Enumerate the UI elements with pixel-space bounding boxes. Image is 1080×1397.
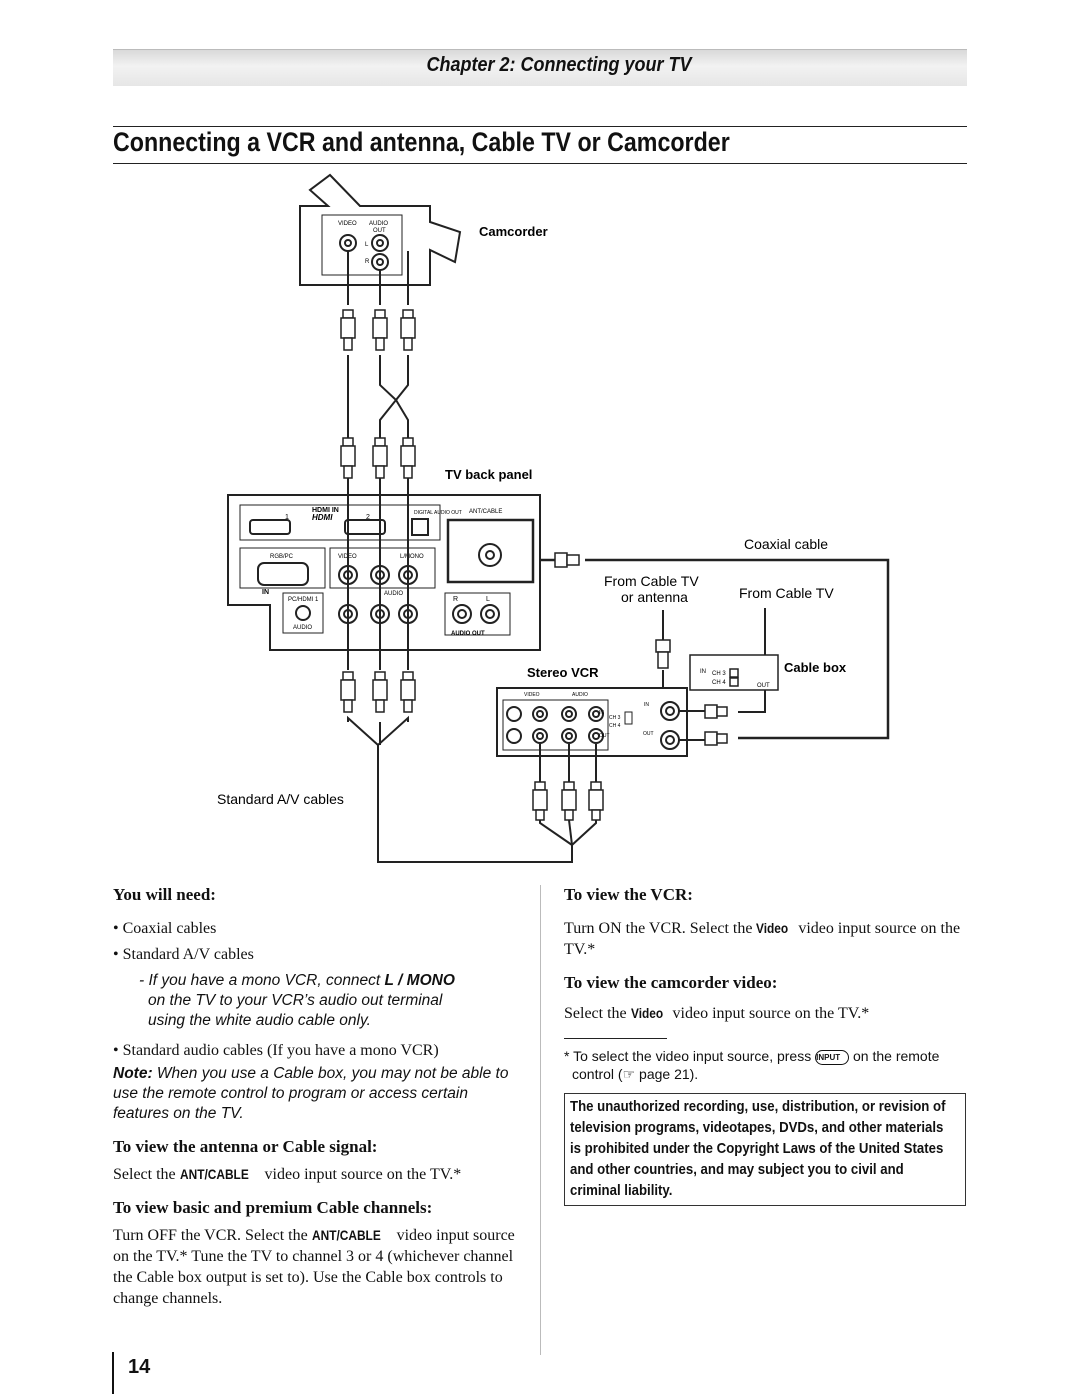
rca-plugs-top [340,309,416,479]
bullet-audio-cables: • Standard audio cables (If you have a m… [113,1042,439,1059]
copyright-warning-text: The unauthorized recording, use, distrib… [570,1098,946,1199]
antenna-text: Select the ANT/CABLE video input source … [113,1164,523,1185]
vcr-in-label: IN [599,710,604,716]
cam-r-label: R [365,259,370,265]
coaxial-cable-label: Coaxial cable [744,536,828,552]
premium-bold: ANT/CABLE [311,1227,381,1243]
cable-box-note: Note: When you use a Cable box, you may … [113,1064,523,1124]
from-cable-tv-antenna-label-2: or antenna [621,589,688,605]
camcorder-text: Select the Video video input source on t… [564,1003,969,1024]
from-cable-tv-label: From Cable TV [739,585,834,601]
cable-box-device [689,654,779,691]
premium-text: Turn OFF the VCR. Select the ANT/CABLE v… [113,1225,523,1309]
column-divider [540,885,541,1355]
mono-note-bold: L / MONO [384,972,455,989]
vcr-audio-label: AUDIO [572,692,588,698]
l-label: L [486,596,490,603]
cam-video-label: VIDEO [338,221,357,227]
page-title: Connecting a VCR and antenna, Cable TV o… [113,127,730,157]
cam-text-pre: Select the [564,1005,631,1022]
premium-heading: To view basic and premium Cable channels… [113,1198,433,1217]
you-will-need-heading: You will need: [113,885,216,904]
bullet-coaxial-cables: • Coaxial cables [113,920,217,937]
vcr-bold: Video [756,920,789,936]
right-column: To view the VCR: Turn ON the VCR. Select… [564,885,969,1083]
hdmi-2-label: 2 [366,514,370,521]
cable-box-in-label: IN [700,669,706,675]
antenna-text-post: video input source on the TV.* [260,1166,462,1183]
cable-box-ch3-label: CH 3 [712,671,726,677]
mono-note-text-3: using the white audio cable only. [148,1012,371,1029]
vcr-ch3-label: CH 3 [609,715,621,721]
mono-note-text-2: on the TV to your VCR’s audio out termin… [148,992,443,1009]
bullet-av-cables: • Standard A/V cables [113,946,254,963]
rgb-pc-label: RGB/PC [270,554,294,560]
mono-vcr-note: - If you have a mono VCR, connect L / MO… [113,971,523,1031]
vcr-text: Turn ON the VCR. Select the Video video … [564,918,969,960]
footnote-mid: on the remote control ( [572,1048,940,1082]
footnote-pre: * To select the video input source, pres… [564,1048,816,1064]
cam-bold: Video [630,1005,663,1021]
cam-audio-label: AUDIO [369,221,388,227]
cable-box-ch4-label: CH 4 [712,680,726,686]
vcr-ch4-label: CH 4 [609,723,621,729]
premium-text-pre: Turn OFF the VCR. Select the [113,1227,312,1244]
vcr-in-from-ant-label: IN [644,702,649,708]
title-rule-top [113,126,967,127]
standard-av-cables-label: Standard A/V cables [217,791,344,807]
panel-audio-label: AUDIO [293,625,312,631]
ant-cable-label: ANT/CABLE [469,509,502,515]
pointing-hand-icon: ☞ [622,1066,636,1082]
pc-hdmi1-label: PC/HDMI 1 [288,597,319,603]
footnote: * To select the video input source, pres… [564,1047,969,1083]
hdmi-1-label: 1 [285,514,289,521]
hdmi-in-label: HDMI IN [312,507,339,514]
vcr-out-to-tv-label: OUT [643,731,654,737]
cam-out-label: OUT [373,228,386,234]
tv-back-panel [227,494,541,651]
title-rule-bottom [113,163,967,164]
camcorder-label: Camcorder [479,224,548,239]
hdmi-logo-label: HDMI [312,513,333,522]
antenna-heading: To view the antenna or Cable signal: [113,1137,378,1156]
mono-note-text-1: - If you have a mono VCR, connect [139,972,385,989]
chapter-title: Chapter 2: Connecting your TV [425,54,691,76]
footnote-post: page 21). [635,1066,699,1082]
input-key-icon: INPUT [815,1050,850,1065]
copyright-warning-box: The unauthorized recording, use, distrib… [564,1093,966,1206]
vcr-video-label: VIDEO [524,692,540,698]
premium-text-post: video input source on the TV.* Tune the … [113,1227,515,1307]
l-mono-label: L/MONO [400,554,424,560]
from-cable-tv-antenna-label-1: From Cable TV [604,573,699,589]
audio-out-label: AUDIO OUT [451,631,485,637]
cam-l-label: L [365,242,369,248]
camcorder-heading: To view the camcorder video: [564,973,778,992]
camcorder-device [299,173,462,286]
vcr-text-pre: Turn ON the VCR. Select the [564,920,757,937]
stereo-vcr-label: Stereo VCR [527,665,599,680]
left-column: You will need: • Coaxial cables • Standa… [113,885,523,1309]
page-number: 14 [128,1356,151,1378]
vcr-out-label: OUT [599,733,610,739]
note-label: Note: [113,1065,153,1082]
footnote-rule [564,1038,667,1039]
digital-audio-out-label: DIGITAL AUDIO OUT [414,510,462,516]
cam-text-post: video input source on the TV.* [668,1005,870,1022]
chapter-band: Chapter 2: Connecting your TV [113,49,967,86]
connection-diagram: VIDEO AUDIO OUT L R Camcorder TV back pa… [217,173,890,863]
antenna-text-pre: Select the [113,1166,180,1183]
stereo-vcr-device [496,687,688,757]
in-label: IN [262,589,269,596]
cable-box-out-label: OUT [757,683,770,689]
audio-label: AUDIO [384,591,403,597]
vcr-heading: To view the VCR: [564,885,693,904]
page-number-bar [112,1352,114,1394]
antenna-bold: ANT/CABLE [179,1166,249,1182]
vcr-text-post: video input source on the TV.* [564,920,961,958]
cable-box-label: Cable box [784,660,847,675]
r-label: R [453,596,458,603]
note-text: When you use a Cable box, you may not be… [113,1065,509,1122]
tv-back-panel-label: TV back panel [445,467,532,482]
